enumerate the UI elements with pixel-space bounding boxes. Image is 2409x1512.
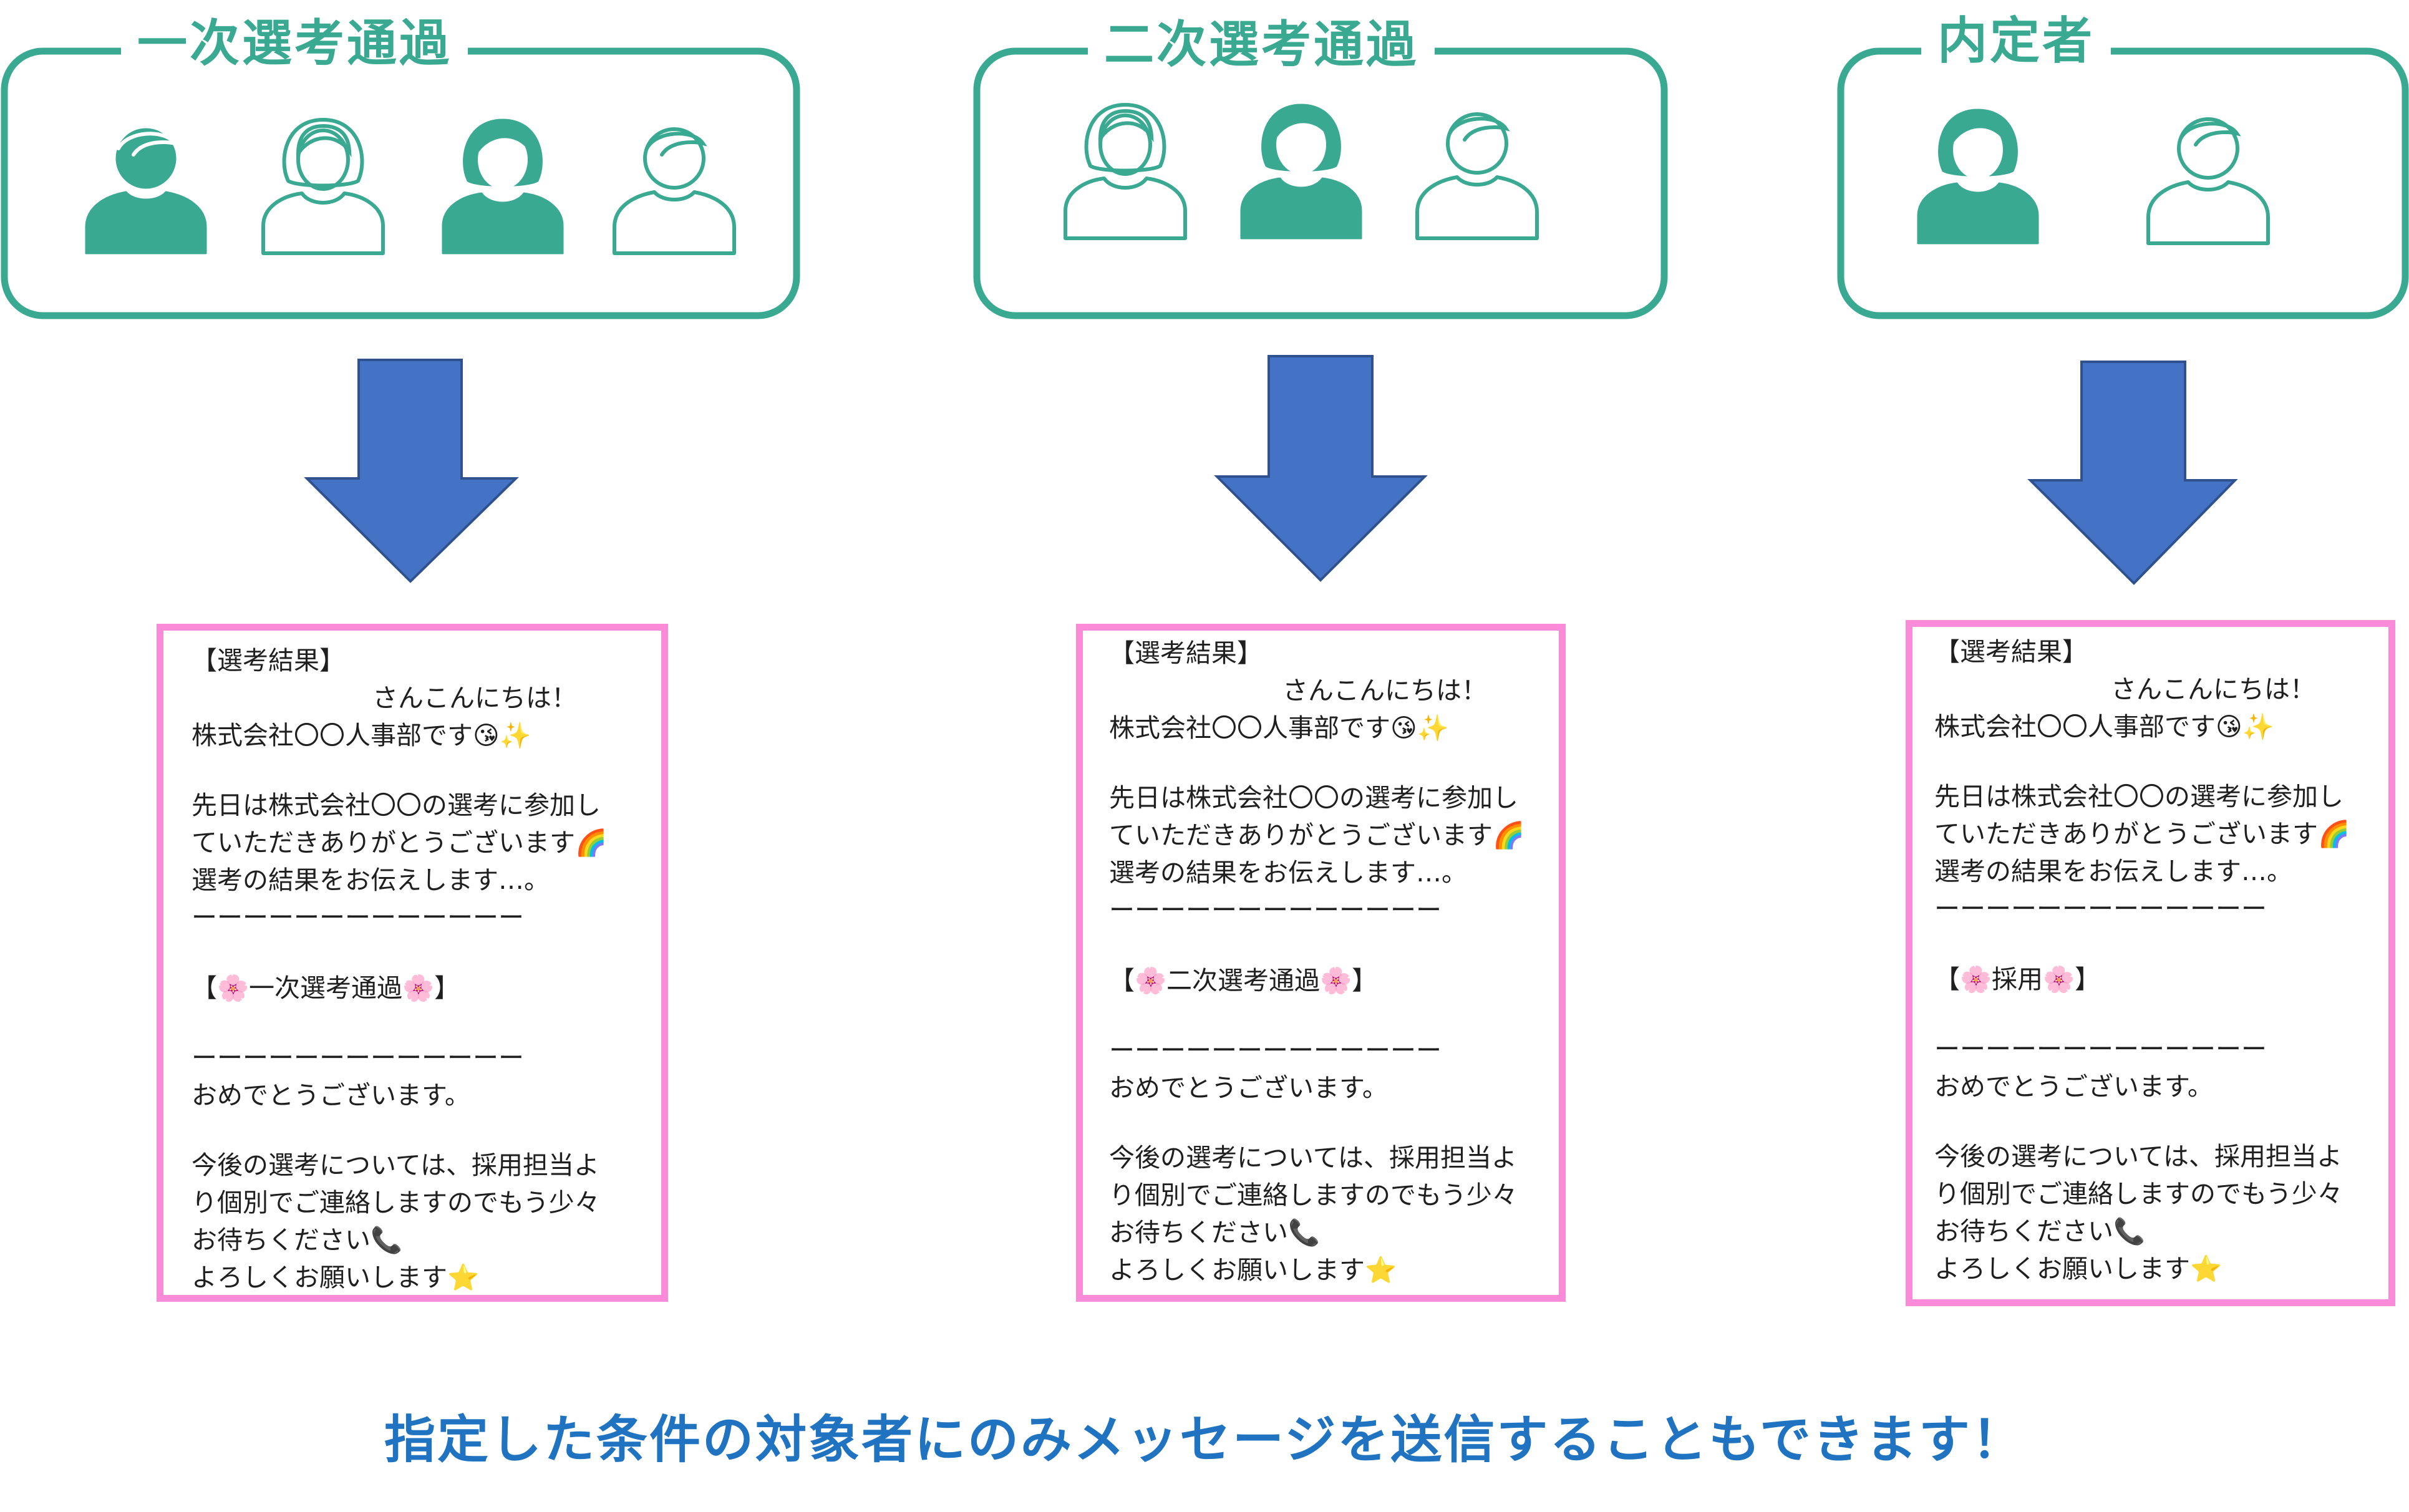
message-body-closing: 今後の選考については、採用担当よ り個別でご連絡しますのでもう少々 お待ちくださ…: [1109, 1143, 1518, 1285]
message-panel-first-pass: 【選考結果】 さんこんにちは！ 株式会社〇〇人事部です😘✨ 先日は株式会社〇〇の…: [157, 624, 668, 1302]
message-body-intro: 先日は株式会社〇〇の選考に参加し ていただきありがとうございます🌈 選考の結果を…: [1109, 783, 1525, 888]
people-icons: [85, 103, 2270, 255]
message-header: 【選考結果】: [1934, 637, 2088, 667]
message-greeting: さんこんにちは！: [372, 683, 577, 713]
person-man-icon: [85, 128, 207, 254]
message-panel-second-pass: 【選考結果】 さんこんにちは！ 株式会社〇〇人事部です😘✨ 先日は株式会社〇〇の…: [1076, 624, 1566, 1302]
message-panel-offer: 【選考結果】 さんこんにちは！ 株式会社〇〇人事部です😘✨ 先日は株式会社〇〇の…: [1906, 620, 2395, 1306]
message-sender: 株式会社〇〇人事部です😘✨: [191, 720, 531, 750]
message-separator: ーーーーーーーーーーーーー: [191, 1043, 524, 1073]
message-greeting: さんこんにちは！: [2111, 674, 2315, 704]
message-body-closing: 今後の選考については、採用担当よ り個別でご連絡しますのでもう少々 お待ちくださ…: [1934, 1141, 2343, 1284]
group-title-first-pass: 一次選考通過: [121, 19, 468, 69]
message-congrats: おめでとうございます。: [1109, 1073, 1388, 1103]
message-header: 【選考結果】: [191, 646, 345, 676]
message-body-intro: 先日は株式会社〇〇の選考に参加し ていただきありがとうございます🌈 選考の結果を…: [1934, 782, 2350, 886]
message-congrats: おめでとうございます。: [191, 1080, 470, 1110]
person-man-icon: [613, 127, 736, 255]
message-greeting: さんこんにちは！: [1282, 676, 1487, 705]
down-arrow-1: [304, 359, 519, 583]
message-header: 【選考結果】: [1109, 638, 1263, 668]
person-woman-icon: [1064, 103, 1187, 240]
down-arrow-2: [1214, 355, 1428, 582]
message-body-closing: 今後の選考については、採用担当よ り個別でご連絡しますのでもう少々 お待ちくださ…: [191, 1150, 600, 1292]
message-separator: ーーーーーーーーーーーーー: [1109, 1035, 1442, 1065]
person-woman-icon: [1917, 109, 2039, 245]
message-body-intro: 先日は株式会社〇〇の選考に参加し ていただきありがとうございます🌈 選考の結果を…: [191, 790, 608, 895]
message-separator: ーーーーーーーーーーーーー: [1934, 1034, 2267, 1064]
person-man-icon: [1415, 112, 1539, 240]
message-congrats: おめでとうございます。: [1934, 1072, 2213, 1102]
message-result: 【🌸二次選考通過🌸】: [1109, 966, 1378, 996]
group-title-offer: 内定者: [1921, 16, 2111, 66]
group-box-1: [1, 47, 800, 319]
message-separator: ーーーーーーーーーーーーー: [191, 903, 524, 933]
message-result: 【🌸採用🌸】: [1934, 964, 2101, 994]
person-woman-icon: [442, 119, 564, 254]
person-woman-icon: [1240, 104, 1362, 240]
footer-caption: 指定した条件の対象者にのみメッセージを送信することもできます！: [384, 1410, 2025, 1470]
person-woman-icon: [261, 118, 385, 255]
message-result: 【🌸一次選考通過🌸】: [191, 973, 460, 1003]
message-sender: 株式会社〇〇人事部です😘✨: [1109, 713, 1449, 743]
message-separator: ーーーーーーーーーーーーー: [1109, 895, 1442, 925]
group-title-second-pass: 二次選考通過: [1088, 20, 1435, 70]
message-sender: 株式会社〇〇人事部です😘✨: [1934, 712, 2274, 742]
group-box-3: [1837, 47, 2409, 319]
down-arrow-3: [2027, 361, 2238, 585]
person-man-icon: [2146, 117, 2270, 245]
message-separator: ーーーーーーーーーーーーー: [1934, 894, 2267, 924]
